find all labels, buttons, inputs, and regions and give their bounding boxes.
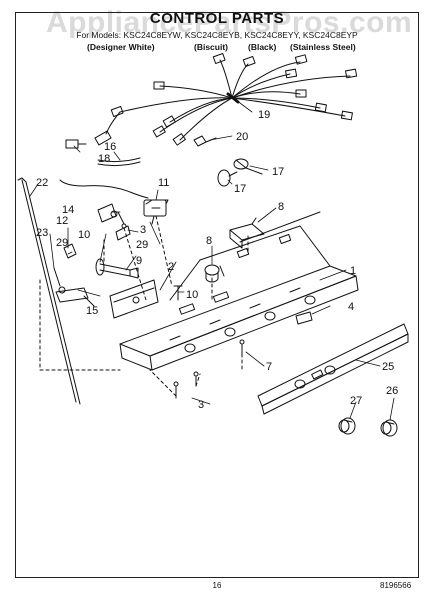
callout-27: 27 xyxy=(350,395,362,407)
callout-20: 19 xyxy=(258,109,270,121)
variant-stainless-steel: (Stainless Steel) xyxy=(290,42,356,52)
control-housing-1 xyxy=(119,211,359,371)
callout-7: 7 xyxy=(266,361,272,373)
callout-4: 4 xyxy=(348,301,354,313)
knob-27 xyxy=(338,417,356,435)
callout-23: 22 xyxy=(36,177,48,189)
light-socket-17 xyxy=(233,158,263,175)
callout-6: 8 xyxy=(278,201,284,213)
callout-17: 17 xyxy=(272,166,284,178)
overlay-panel-25 xyxy=(257,323,409,415)
models-line: For Models: KSC24C8EYW, KSC24C8EYB, KSC2… xyxy=(76,30,358,40)
screw-3-lower xyxy=(173,371,199,399)
page-number: 16 xyxy=(212,581,222,590)
diagram-frame xyxy=(15,12,419,578)
switch-6 xyxy=(229,217,265,249)
callout-16: 12 xyxy=(56,215,68,227)
thermostat-9 xyxy=(143,199,169,225)
callout-8: 8 xyxy=(206,235,212,247)
callout-1: 1 xyxy=(350,265,356,277)
callout-29-left: 29 xyxy=(56,237,68,249)
knob-26 xyxy=(380,419,398,437)
bulb-19 xyxy=(217,169,238,187)
rod-23 xyxy=(17,177,81,405)
clamp-29-left xyxy=(63,243,77,259)
lever-15 xyxy=(55,287,95,307)
callout-12: 9 xyxy=(136,255,142,267)
callout-29-right: 29 xyxy=(136,239,148,251)
connector-22 xyxy=(65,139,87,149)
variant-biscuit: (Biscuit) xyxy=(194,42,228,52)
capillary-tube xyxy=(59,179,149,199)
clamp-29-right xyxy=(115,225,131,241)
callout-18: 16 xyxy=(104,141,116,153)
callout-15: 15 xyxy=(86,305,98,317)
callout-22: 18 xyxy=(98,153,110,165)
bracket-2 xyxy=(109,279,159,319)
callout-10: 10 xyxy=(186,289,198,301)
callout-14: 14 xyxy=(62,204,74,216)
callout-25: 25 xyxy=(382,361,394,373)
clip-4 xyxy=(295,311,313,325)
callout-26: 26 xyxy=(386,385,398,397)
wire-harness xyxy=(94,52,358,146)
tube-18 xyxy=(97,157,141,167)
watermark: AppliancePartsPros.com xyxy=(46,6,413,39)
clip-21 xyxy=(193,135,217,147)
leader-lines xyxy=(29,99,395,421)
callout-21: 20 xyxy=(236,131,248,143)
screw-7 xyxy=(239,339,245,355)
callout-3-upper: 3 xyxy=(140,224,146,236)
callout-11: 10 xyxy=(78,229,90,241)
callout-2: 2 xyxy=(168,261,174,273)
callout-24: 23 xyxy=(36,227,48,239)
page-title: CONTROL PARTS xyxy=(149,10,285,27)
callout-19: 17 xyxy=(234,183,246,195)
variant-black: (Black) xyxy=(248,42,277,52)
control-shaft-12 xyxy=(95,258,139,279)
document-number: 8196566 xyxy=(380,581,412,590)
knob-8 xyxy=(204,264,220,283)
linkage-24 xyxy=(53,267,66,294)
variant-designer-white: (Designer White) xyxy=(87,42,155,52)
bracket-14 xyxy=(97,203,118,223)
callout-3-lower: 3 xyxy=(198,399,204,411)
screw-3-upper xyxy=(117,211,127,229)
callout-9: 11 xyxy=(158,177,169,189)
